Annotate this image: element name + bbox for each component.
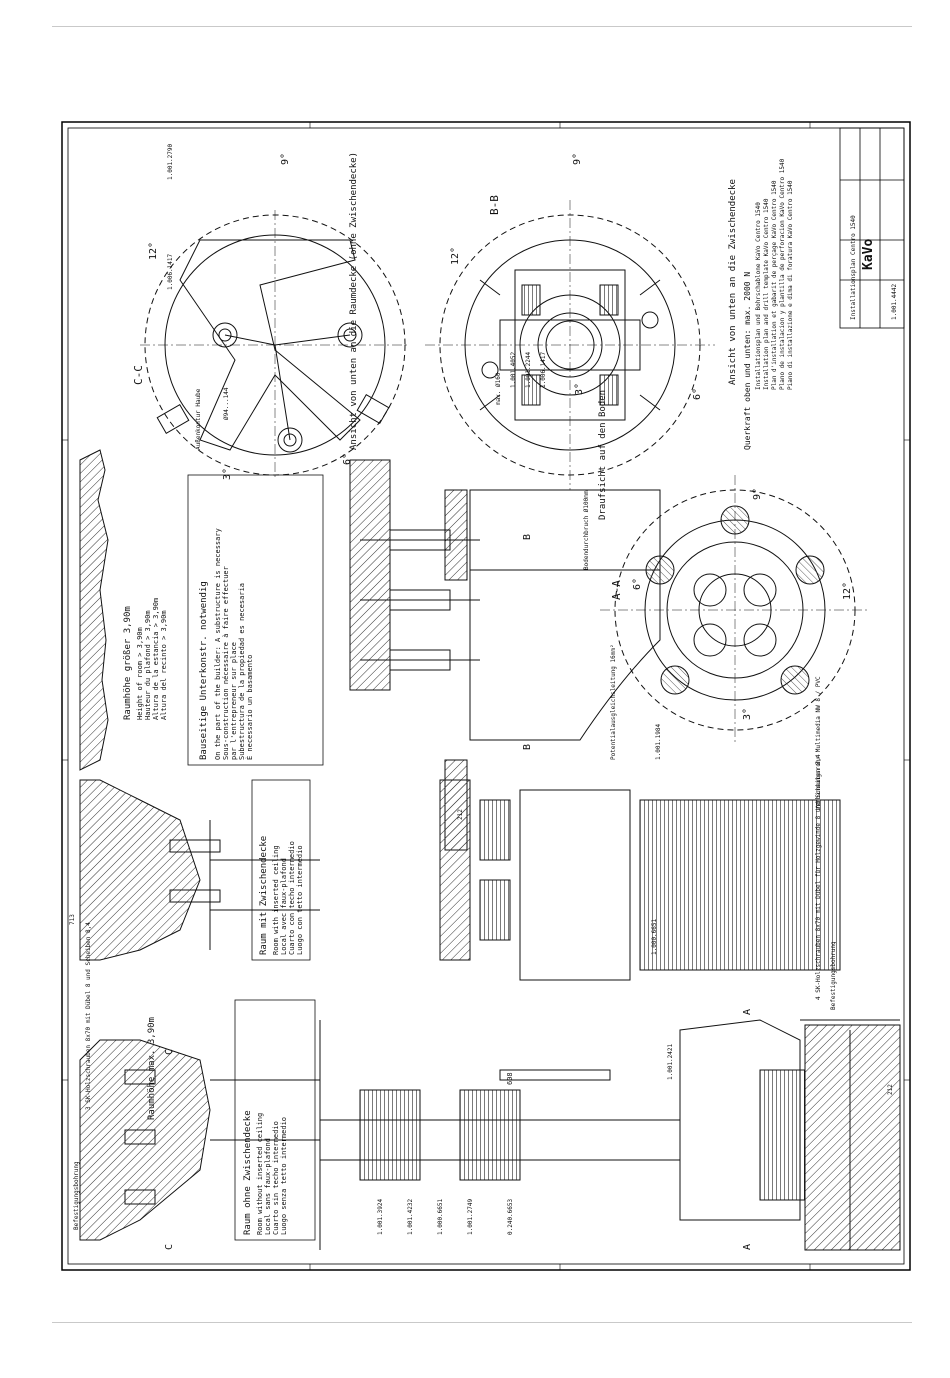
section-b-label-bottom: B — [522, 744, 533, 750]
bb-part-1417: 1.006.1417 — [540, 351, 547, 388]
ceiling-detail-with-inserted — [79, 779, 841, 981]
bb-angle-6: 6° — [692, 388, 703, 400]
technical-drawing: C-C 9° 12° 3° 6° 1.006.1417 1.001.2790 Ø… — [61, 121, 911, 1271]
floor-hole-note: Bodendurchbruch Ø100mm — [583, 490, 590, 570]
frame-ticks — [62, 122, 910, 1270]
bb-angle-9: 9° — [572, 153, 583, 165]
section-cc-view — [140, 210, 410, 480]
cc-part-1001: 1.001.2790 — [167, 143, 174, 180]
cc-contour-note: Außenkontur Haube — [195, 388, 202, 450]
cc-label: C-C — [132, 365, 145, 385]
install-line-4: Plano de instalacion y plantilla de perf… — [779, 158, 786, 390]
ceiling-detail-without — [79, 1019, 901, 1251]
aa-label: A-A — [610, 580, 623, 600]
cc-angle-9: 9° — [280, 153, 291, 165]
aa-angle-3: 3° — [742, 708, 753, 720]
cc-angle-12: 12° — [148, 242, 159, 260]
title-drawing-no: 1.001.4442 — [891, 283, 898, 320]
install-line-2: Installation plan and drill template KaV… — [763, 198, 770, 390]
screws-note: 3 SK-Holzschrauben 8x70 mit Dübel 8 und … — [85, 922, 92, 1110]
substructure-line-3: par l'entrepreneur sur place — [230, 642, 238, 760]
view-from-below-ceiling-title: Ansicht von unten an die Zwischendecke — [728, 179, 738, 385]
install-line-1: Installationsplan und Bohrschablone KaVo… — [755, 202, 762, 390]
room-without-line-1: Room without inserted ceiling — [256, 1113, 264, 1235]
fixing-note-right: Befestigungsbohrung — [830, 941, 837, 1010]
room-without-line-4: Luogo senza tetto intermedio — [280, 1117, 288, 1235]
substructure-line-4: Subestructura de la propiedad es necesar… — [238, 583, 246, 760]
part-2421: 1.001.2421 — [667, 1043, 674, 1080]
floor-anchor-note: 4 SK-Holzschrauben 8x70 mit Dübel für Ho… — [815, 754, 822, 1000]
section-a-label-top: A — [742, 1009, 753, 1015]
substructure-line-2: Sous-construction nécessaire à faire eff… — [222, 566, 230, 760]
cc-dim-94: Ø94...144 — [223, 387, 230, 420]
drawing-sheet: C-C 9° 12° 3° 6° 1.006.1417 1.001.2790 Ø… — [60, 120, 912, 1272]
fixing-note-bottom: Befestigungsbohrung — [73, 1161, 80, 1230]
height-list-4: Altura del recinto > 3,90m — [160, 610, 168, 720]
room-height-greater-title: Raumhöhe größer 3,90m — [123, 606, 133, 720]
room-without-line-2: Local sans faux-plafond — [264, 1138, 272, 1235]
cc-part-1006: 1.006.1417 — [167, 253, 174, 290]
part-2749: 1.001.2749 — [467, 1198, 474, 1235]
title-description: Installationsplan Centro 1540 — [850, 215, 857, 320]
install-line-3: Plan d'installation et gabarit de perçag… — [771, 180, 778, 390]
part-6651-mid: 1.000.6651 — [651, 918, 658, 955]
part-1984: 1.001.1984 — [655, 723, 662, 760]
section-a-label-bottom: A — [742, 1244, 753, 1250]
title-block — [839, 127, 905, 329]
top-rule — [52, 26, 912, 27]
section-c-label-bottom: C — [164, 1244, 175, 1250]
company-logo: KaVo — [861, 239, 876, 270]
potential-note: Potentialausgleichsleitung 16mm² — [610, 644, 617, 760]
part-6653: 0.240.6653 — [507, 1198, 514, 1235]
dim-608: 608 — [506, 1072, 514, 1085]
room-with-ceiling-title: Raum mit Zwischendecke — [259, 836, 269, 955]
dim-212-right: 212 — [887, 1084, 894, 1095]
top-view-floor-title: Draufsicht auf den Boden — [598, 390, 608, 520]
section-b-label-top: B — [522, 534, 533, 540]
install-line-5: Piano di installazione e dima di foratur… — [787, 180, 794, 390]
room-with-line-4: Luogo con tetto intermedio — [296, 845, 304, 955]
substructure-line-5: È necessario un basamento — [245, 655, 254, 760]
height-list-1: Height of room > 3,90m — [136, 627, 144, 720]
height-list-2: Hauteur du plafond > 3,90m — [144, 610, 152, 720]
cc-angle-6: 6° — [342, 453, 353, 465]
section-aa-view — [600, 475, 870, 745]
part-4232: 1.001.4232 — [407, 1198, 414, 1235]
bb-angle-12: 12° — [450, 247, 461, 265]
room-with-box — [251, 779, 311, 961]
cc-angle-3: 3° — [222, 468, 233, 480]
bb-label: B-B — [488, 195, 501, 215]
substructure-box — [187, 474, 324, 766]
room-height-max-title: Raumhöhe max. 3,90m — [147, 1017, 157, 1120]
bottom-rule — [52, 1322, 912, 1323]
bb-dim-160: max. Ø160 — [495, 372, 502, 405]
installation-text-block: Installationsplan und Bohrschablone KaVo… — [755, 158, 794, 390]
multimedia-note: Verbindungsrohr Multimedia NW 8 / PVC — [815, 676, 822, 810]
aa-angle-9: 9° — [752, 488, 763, 500]
height-list-3: Altura de la estancia > 3,90m — [152, 598, 160, 720]
part-6651: 1.000.6651 — [437, 1198, 444, 1235]
view-from-below-title: Ansicht von unten an die Raumdecke (ohne… — [349, 152, 359, 450]
inner-frame — [67, 127, 905, 1265]
aa-angle-12: 12° — [842, 582, 853, 600]
section-bb-view — [425, 200, 715, 490]
bb-part-4052: 1.001.4052 — [510, 351, 517, 388]
aa-angle-6: 6° — [632, 578, 643, 590]
room-with-line-1: Room with inserted ceiling — [272, 845, 280, 955]
room-with-line-2: Local avec faux-plafond — [280, 858, 288, 955]
bb-angle-3: 3° — [574, 383, 585, 395]
part-3924: 1.001.3924 — [377, 1198, 384, 1235]
substructure-title: Bauseitige Unterkonstr. notwendig — [199, 581, 209, 760]
room-without-box — [234, 999, 316, 1241]
dim-713: 713 — [69, 914, 76, 925]
cross-force-note: Querkraft oben und unten: max. 2000 N — [743, 272, 752, 450]
outer-frame — [61, 121, 911, 1271]
room-without-line-3: Cuarto sin techo intermedio — [272, 1121, 280, 1235]
bb-part-2244: 1.001.2244 — [525, 351, 532, 388]
substructure-line-1: On the part of the builder: A substructu… — [214, 528, 222, 760]
d-212: 212 — [457, 809, 464, 820]
room-without-ceiling-title: Raum ohne Zwischendecke — [243, 1110, 253, 1235]
section-c-label-top: C — [164, 1049, 175, 1055]
room-with-line-3: Cuarto con techo intermedio — [288, 841, 296, 955]
